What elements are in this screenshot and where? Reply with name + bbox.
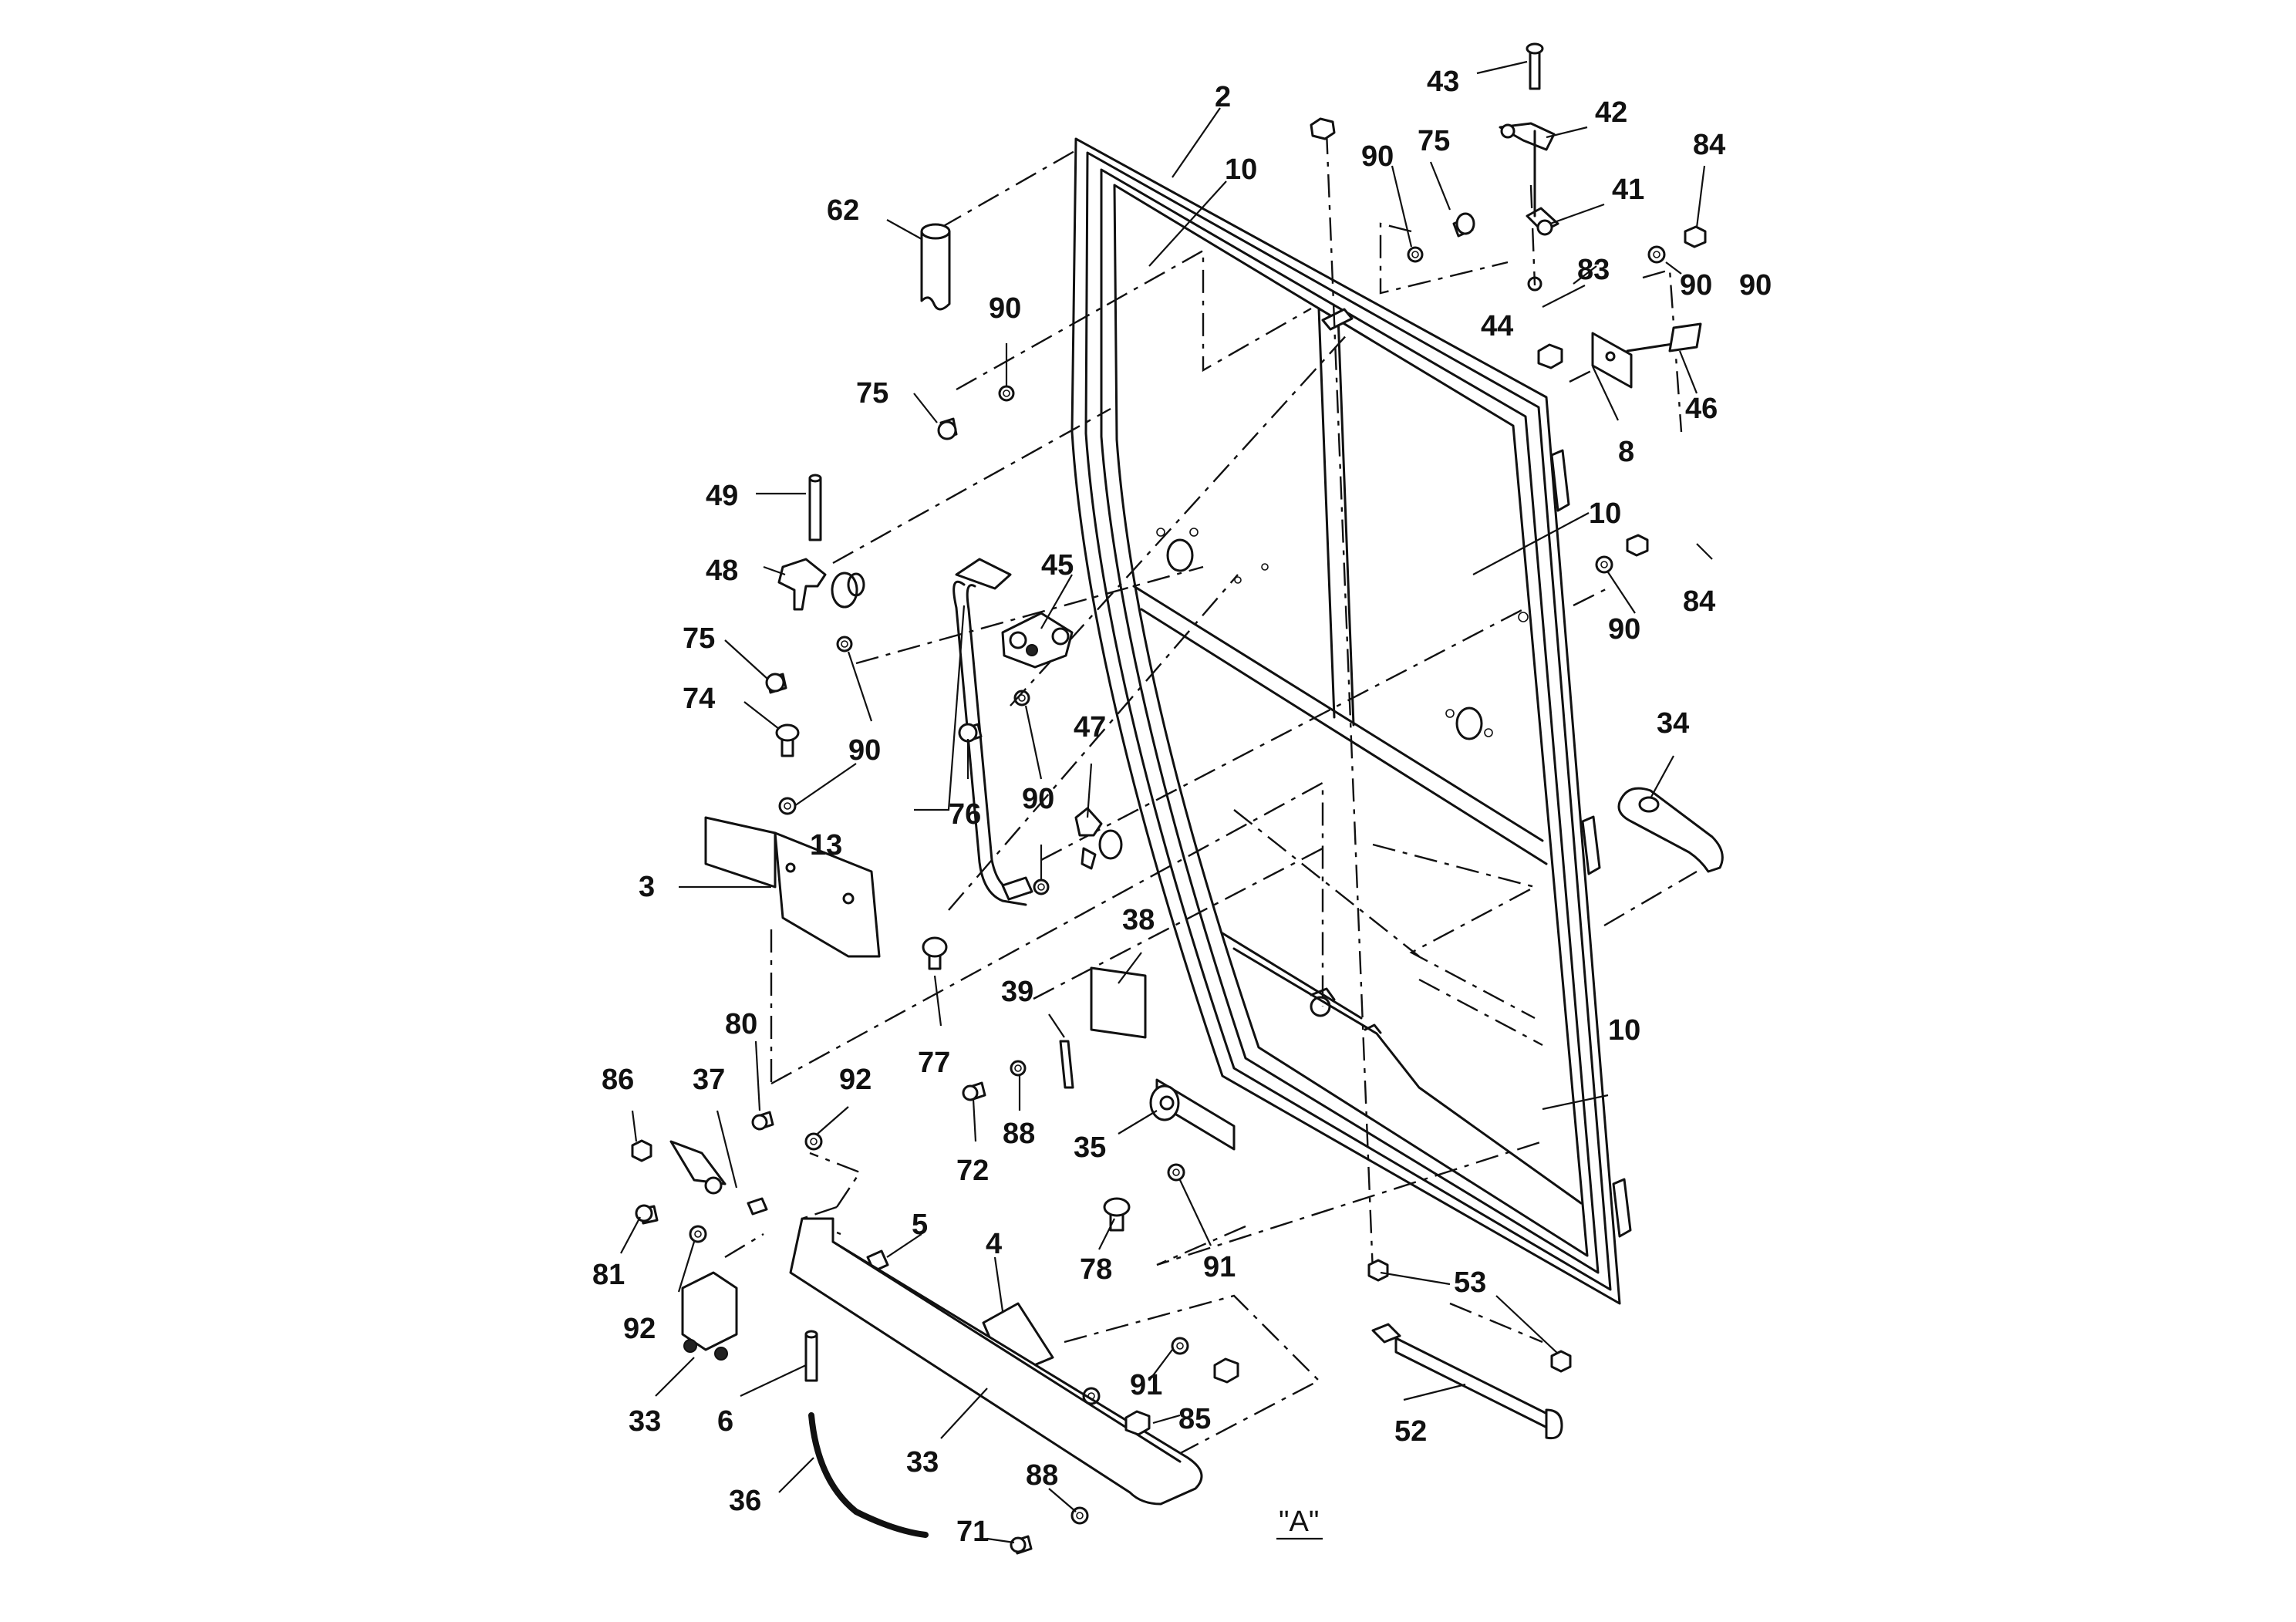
callout-86: 86 bbox=[602, 1064, 634, 1096]
callout-5: 5 bbox=[912, 1209, 928, 1241]
callout-37: 37 bbox=[693, 1064, 725, 1096]
callout-75-top: 75 bbox=[1418, 125, 1450, 157]
callout-71: 71 bbox=[956, 1516, 989, 1548]
callout-4: 4 bbox=[986, 1228, 1002, 1260]
callout-90-top-right: 90 bbox=[1680, 269, 1712, 302]
callout-88-lower: 88 bbox=[1026, 1459, 1058, 1492]
leader-lines bbox=[620, 60, 1713, 1544]
callout-78: 78 bbox=[1080, 1253, 1112, 1286]
callout-35: 35 bbox=[1074, 1131, 1106, 1164]
callout-81: 81 bbox=[592, 1259, 625, 1291]
callout-33-arm: 33 bbox=[906, 1446, 939, 1479]
callout-90-right: 90 bbox=[1608, 613, 1640, 646]
callout-2: 2 bbox=[1215, 81, 1231, 113]
assembly-lines bbox=[724, 130, 1698, 1467]
callout-3: 3 bbox=[639, 871, 655, 903]
callout-53: 53 bbox=[1454, 1266, 1486, 1299]
callout-90-upper-right: 90 bbox=[1739, 269, 1772, 302]
view-label: "A" bbox=[1279, 1506, 1319, 1538]
callout-88-mid: 88 bbox=[1003, 1118, 1035, 1150]
callout-13: 13 bbox=[810, 829, 842, 862]
door-frame bbox=[1070, 137, 1632, 1305]
callout-43: 43 bbox=[1427, 66, 1459, 98]
callout-84-top: 84 bbox=[1693, 129, 1725, 161]
callout-41: 41 bbox=[1612, 174, 1644, 206]
callout-90-upper-left: 90 bbox=[989, 292, 1021, 325]
callout-90-top: 90 bbox=[1361, 140, 1394, 173]
callout-44: 44 bbox=[1481, 310, 1513, 342]
callout-77: 77 bbox=[918, 1047, 950, 1079]
callout-83: 83 bbox=[1577, 254, 1610, 286]
callout-75-upper-left: 75 bbox=[856, 377, 888, 410]
callout-49: 49 bbox=[706, 480, 738, 512]
callout-47: 47 bbox=[1074, 711, 1106, 744]
parts bbox=[631, 42, 1724, 1555]
view-label-group: "A" bbox=[1276, 1506, 1323, 1540]
callout-42: 42 bbox=[1595, 96, 1627, 129]
callout-76: 76 bbox=[949, 798, 981, 831]
callout-84-right: 84 bbox=[1683, 585, 1715, 618]
callout-85: 85 bbox=[1178, 1403, 1211, 1435]
callout-91-lower: 91 bbox=[1130, 1369, 1162, 1401]
callout-45: 45 bbox=[1041, 549, 1074, 582]
callout-80: 80 bbox=[725, 1008, 757, 1040]
callout-33-bracket: 33 bbox=[629, 1405, 661, 1438]
callout-8: 8 bbox=[1618, 436, 1634, 468]
callout-46: 46 bbox=[1685, 393, 1718, 425]
callout-72: 72 bbox=[956, 1155, 989, 1187]
callout-labels: 2 10 62 90 75 43 42 41 84 90 83 44 46 8 … bbox=[592, 66, 1772, 1548]
callout-36: 36 bbox=[729, 1485, 761, 1517]
callout-92-upper: 92 bbox=[839, 1064, 872, 1096]
callout-74: 74 bbox=[683, 683, 715, 715]
callout-92-lower: 92 bbox=[623, 1313, 656, 1345]
callout-10-lower: 10 bbox=[1608, 1014, 1640, 1047]
callout-34: 34 bbox=[1657, 707, 1689, 740]
callout-38: 38 bbox=[1122, 904, 1155, 936]
callout-90-mid: 90 bbox=[1022, 783, 1054, 815]
callout-75-left: 75 bbox=[683, 622, 715, 655]
callout-10-top: 10 bbox=[1225, 153, 1257, 186]
callout-52: 52 bbox=[1394, 1415, 1427, 1448]
callout-39: 39 bbox=[1001, 976, 1033, 1008]
callout-90-left: 90 bbox=[848, 734, 881, 767]
callout-62: 62 bbox=[827, 194, 859, 227]
callout-48: 48 bbox=[706, 555, 738, 587]
callout-6: 6 bbox=[717, 1405, 733, 1438]
callout-91-upper: 91 bbox=[1203, 1251, 1236, 1283]
callout-10-middle: 10 bbox=[1589, 497, 1621, 530]
